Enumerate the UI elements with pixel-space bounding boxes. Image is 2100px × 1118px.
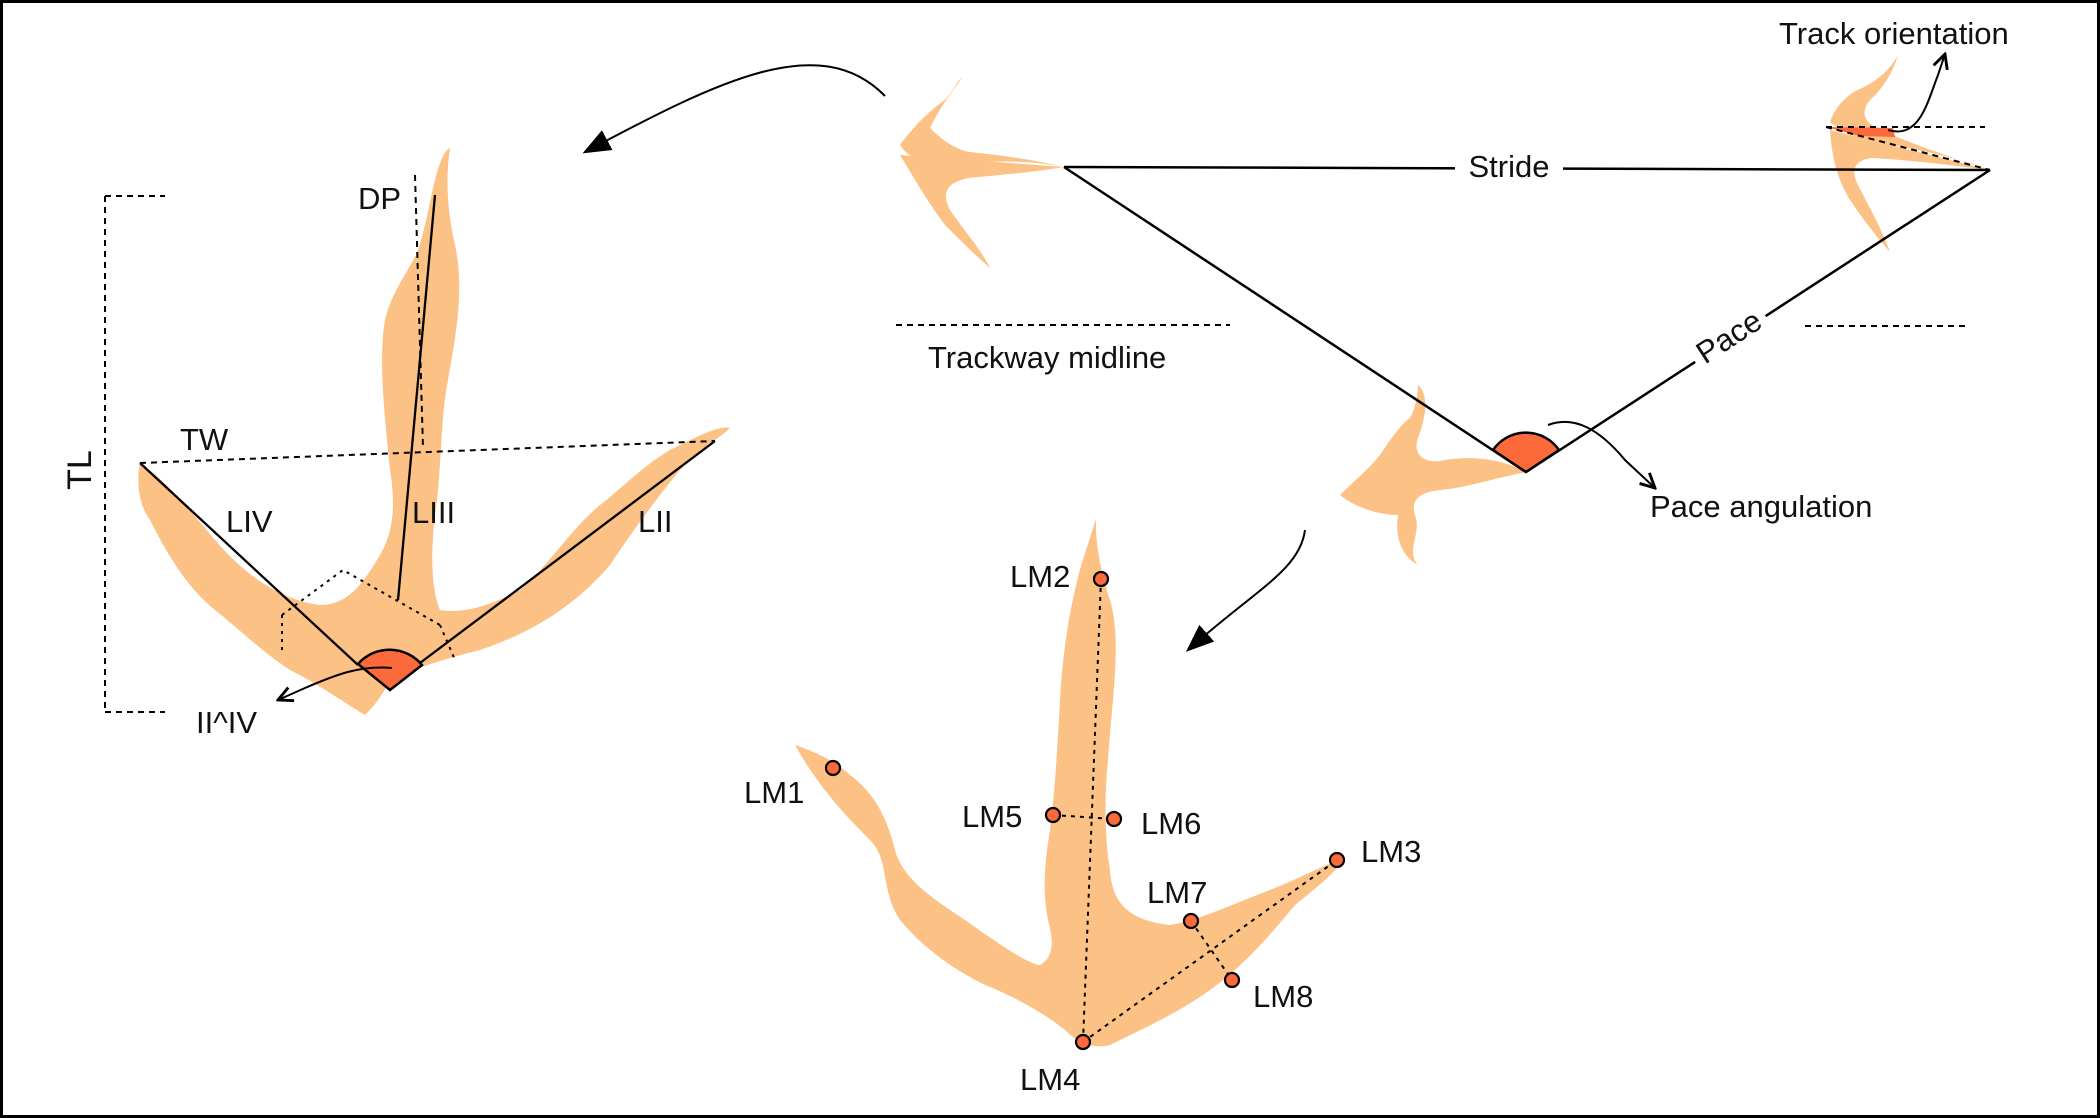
- stride-label-bg: [1455, 149, 1563, 185]
- ii-iv-label: II^IV: [196, 705, 257, 740]
- lm7-point: [1182, 912, 1200, 930]
- lm7-label: LM7: [1147, 875, 1207, 910]
- construction-lines-upper: [281, 568, 441, 626]
- lm8-label: LM8: [1253, 979, 1313, 1014]
- footprint-measured: [138, 148, 730, 715]
- dp-line: [414, 174, 424, 449]
- lm3-point: [1328, 851, 1346, 869]
- lm8-point: [1223, 971, 1241, 989]
- lm5-label: LM5: [962, 799, 1022, 834]
- pace-angulation-arrow: [1547, 420, 1655, 488]
- arrow-to-measurements: [582, 64, 886, 154]
- lm2-point: [1092, 570, 1110, 588]
- liv-line: [139, 462, 359, 666]
- lm5-lm6-line: [1052, 814, 1115, 820]
- lm7-lm8-line: [1190, 920, 1233, 981]
- footprint-right: [1830, 55, 1990, 252]
- lii-line: [407, 440, 716, 673]
- ii-iv-arrow: [278, 666, 393, 700]
- lm3-label: LM3: [1361, 834, 1421, 869]
- track-orientation-wedge: [1826, 127, 1895, 137]
- ii-iv-angle-wedge: [356, 648, 424, 692]
- tw-label: TW: [180, 422, 229, 457]
- pace-label-bg: [1684, 299, 1775, 376]
- lm6-point: [1105, 810, 1123, 828]
- landmark-panel: LM1 LM2 LM3 LM4 LM5 LM6 LM7 LM8: [744, 518, 1421, 1097]
- lm5-point: [1044, 806, 1062, 824]
- liii-label: LIII: [412, 495, 455, 530]
- tw-line: [139, 440, 716, 464]
- lm4-lm3-line: [1082, 859, 1338, 1043]
- lm1-label: LM1: [744, 775, 804, 810]
- liv-label: LIV: [226, 504, 273, 539]
- lm4-label: LM4: [1020, 1062, 1080, 1097]
- footprint-landmarks: [795, 518, 1345, 1047]
- track-orientation-arrow: [1887, 54, 1945, 133]
- tl-label: TL: [61, 450, 99, 490]
- footprint-left: [900, 78, 1064, 268]
- trackway-midline-label: Trackway midline: [928, 340, 1166, 375]
- pace-angle-wedge: [1491, 431, 1561, 474]
- stride-label: Stride: [1469, 149, 1550, 184]
- measurement-panel: TL DP TW LIV LIII LII II^IV: [61, 148, 730, 740]
- liii-line: [396, 194, 437, 601]
- lm2-label: LM2: [1010, 559, 1070, 594]
- pace-label-group: Pace: [1684, 299, 1775, 376]
- lm4-point: [1074, 1033, 1092, 1051]
- pace-line-left: [1063, 165, 1527, 474]
- footprint-bottom: [1340, 385, 1526, 565]
- track-orientation-label: Track orientation: [1779, 16, 2009, 51]
- arrow-to-landmarks: [1185, 529, 1306, 652]
- trackway-panel: Stride Pace Pace angulation Track orient…: [896, 16, 2009, 565]
- dp-label: DP: [358, 181, 401, 216]
- lm1-point: [824, 759, 842, 777]
- lm6-label: LM6: [1141, 806, 1201, 841]
- lii-label: LII: [638, 504, 672, 539]
- pace-angulation-label: Pace angulation: [1650, 489, 1872, 524]
